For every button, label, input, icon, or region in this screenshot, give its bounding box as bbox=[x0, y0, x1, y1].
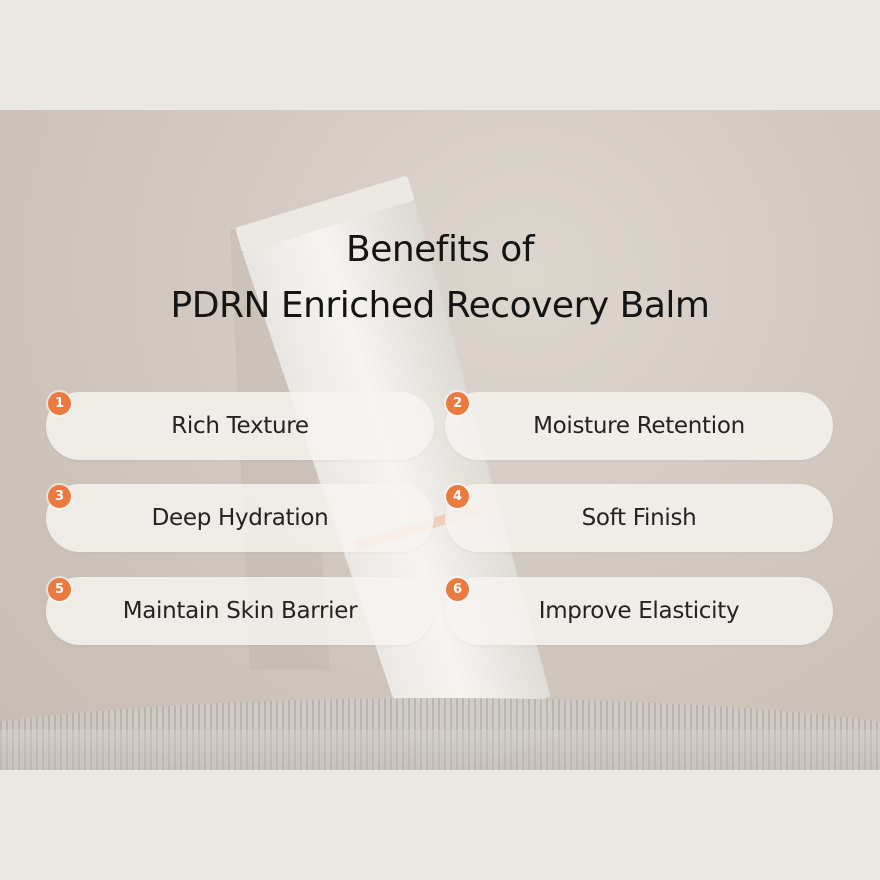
title-line-1: Benefits of bbox=[346, 229, 535, 270]
tube-crimp bbox=[235, 176, 414, 253]
benefit-label: Soft Finish bbox=[581, 505, 697, 531]
benefit-label: Maintain Skin Barrier bbox=[122, 598, 358, 624]
benefit-label: Deep Hydration bbox=[151, 505, 329, 531]
benefit-label: Improve Elasticity bbox=[538, 598, 740, 624]
benefit-number-badge: 6 bbox=[446, 578, 469, 601]
benefit-pill-4: Soft Finish bbox=[445, 484, 833, 552]
benefit-pill-5: Maintain Skin Barrier bbox=[46, 577, 434, 645]
benefit-number-badge: 3 bbox=[48, 485, 71, 508]
title-line-2: PDRN Enriched Recovery Balm bbox=[170, 285, 710, 326]
benefit-number-badge: 2 bbox=[446, 392, 469, 415]
benefit-number-badge: 4 bbox=[446, 485, 469, 508]
benefit-pill-3: Deep Hydration bbox=[46, 484, 434, 552]
benefit-pill-2: Moisture Retention bbox=[445, 392, 833, 460]
benefit-number-badge: 1 bbox=[48, 392, 71, 415]
benefit-pill-1: Rich Texture bbox=[46, 392, 434, 460]
benefit-label: Moisture Retention bbox=[533, 413, 745, 439]
benefit-label: Rich Texture bbox=[171, 413, 309, 439]
benefit-number-badge: 5 bbox=[48, 578, 71, 601]
page-title: Benefits of PDRN Enriched Recovery Balm bbox=[0, 222, 880, 334]
benefit-pill-6: Improve Elasticity bbox=[445, 577, 833, 645]
